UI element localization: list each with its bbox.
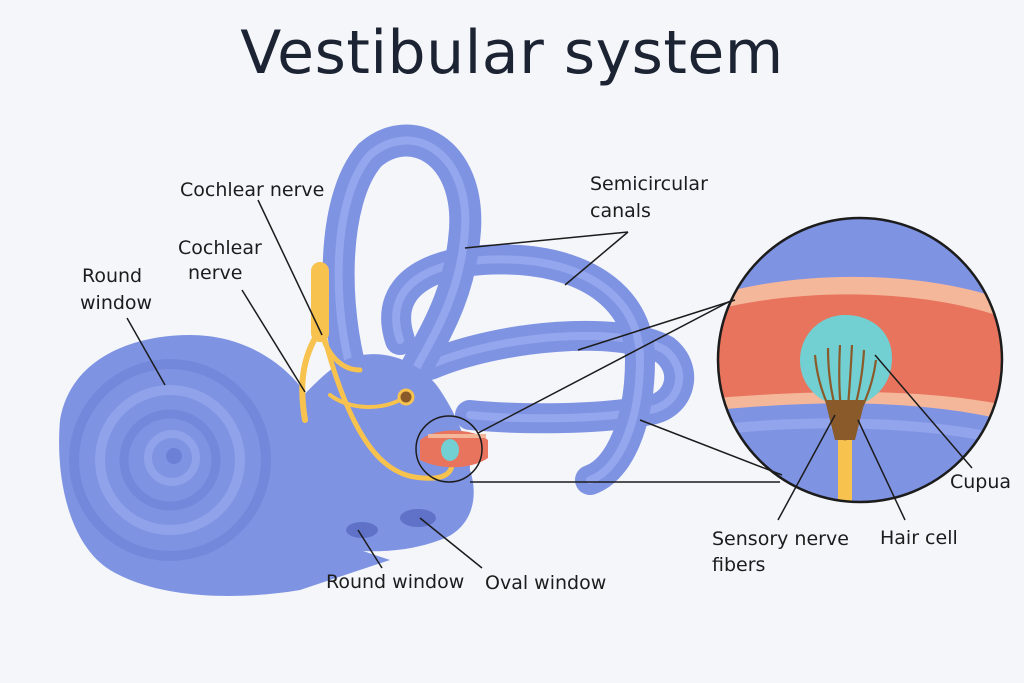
nerve-ganglion bbox=[397, 388, 415, 406]
ampulla-highlight-circle bbox=[415, 415, 483, 483]
label-oval-window: Oval window bbox=[485, 572, 606, 594]
oval-window-mark bbox=[400, 509, 436, 527]
label-hair-cell: Hair cell bbox=[880, 527, 958, 549]
label-round-window-left: Round window bbox=[80, 265, 152, 314]
label-cochlear-nerve-middle: Cochlear nerve bbox=[178, 237, 268, 284]
label-cochlear-nerve-top: Cochlear nerve bbox=[180, 179, 324, 201]
leader-lines bbox=[126, 199, 973, 569]
round-window-mark bbox=[346, 522, 378, 538]
label-cupua: Cupua bbox=[950, 471, 1011, 493]
label-round-window-bottom: Round window bbox=[326, 571, 464, 593]
diagram-title: Vestibular system bbox=[240, 18, 784, 88]
labels: Cochlear nerve Cochlear nerve Round wind… bbox=[80, 173, 1011, 594]
ampulla-cupula bbox=[441, 439, 459, 461]
zoomed-inset bbox=[470, 216, 1004, 504]
inset-cupula bbox=[800, 315, 892, 408]
label-semicircular-canals: Semicircular canals bbox=[590, 173, 714, 222]
labyrinth-illustration bbox=[59, 124, 695, 596]
label-sensory-nerve-fibers: Sensory nerve fibers bbox=[712, 528, 855, 576]
